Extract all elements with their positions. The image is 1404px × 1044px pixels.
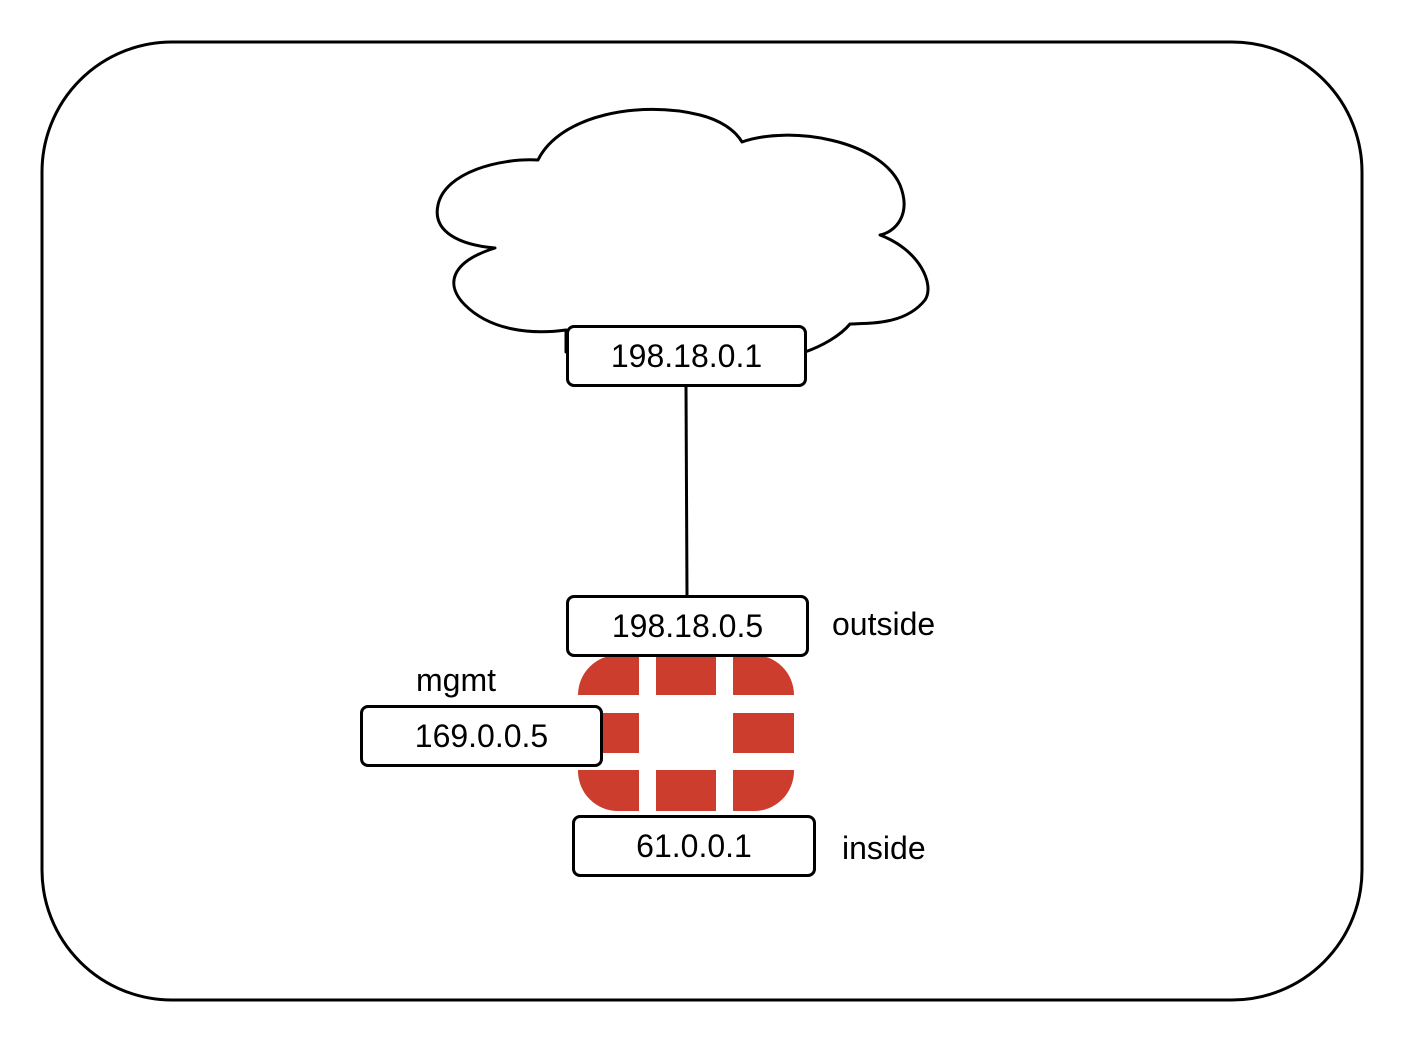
mgmt-interface-label: mgmt <box>416 662 496 698</box>
inside-interface-ip-box: 61.0.0.1 <box>572 815 816 877</box>
inside-interface-label: inside <box>842 830 926 866</box>
cloud-gateway-ip-box: 198.18.0.1 <box>566 325 807 387</box>
link-cloud-to-outside <box>684 385 689 598</box>
mgmt-interface-ip-box: 169.0.0.5 <box>360 705 603 767</box>
cloud-icon <box>435 107 930 354</box>
outside-interface-label: outside <box>832 606 936 642</box>
outside-interface-ip-box: 198.18.0.5 <box>566 595 809 657</box>
